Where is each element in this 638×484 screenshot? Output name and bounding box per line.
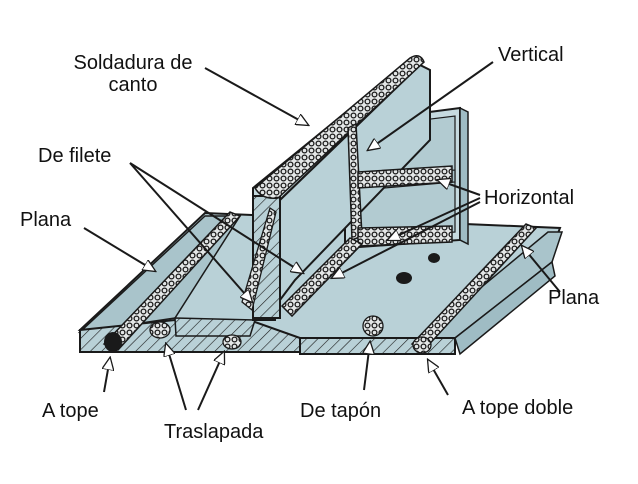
leader-arrows [83,61,561,411]
weld-beads [102,55,538,354]
label-plana-right: Plana [548,287,600,309]
label-soldadura-de-canto: Soldadura de canto [58,52,208,96]
label-traslapada: Traslapada [164,421,264,443]
label-soldadura-de-canto-line1: Soldadura de [73,52,193,74]
label-de-filete: De filete [38,145,112,167]
label-vertical: Vertical [498,44,564,66]
label-a-tope-doble: A tope doble [462,397,574,419]
label-de-tapon: De tapón [300,400,382,422]
label-soldadura-de-canto-line2: canto [108,74,158,96]
label-horizontal: Horizontal [484,187,575,209]
label-a-tope: A tope [42,400,99,422]
label-plana-left: Plana [20,209,72,231]
